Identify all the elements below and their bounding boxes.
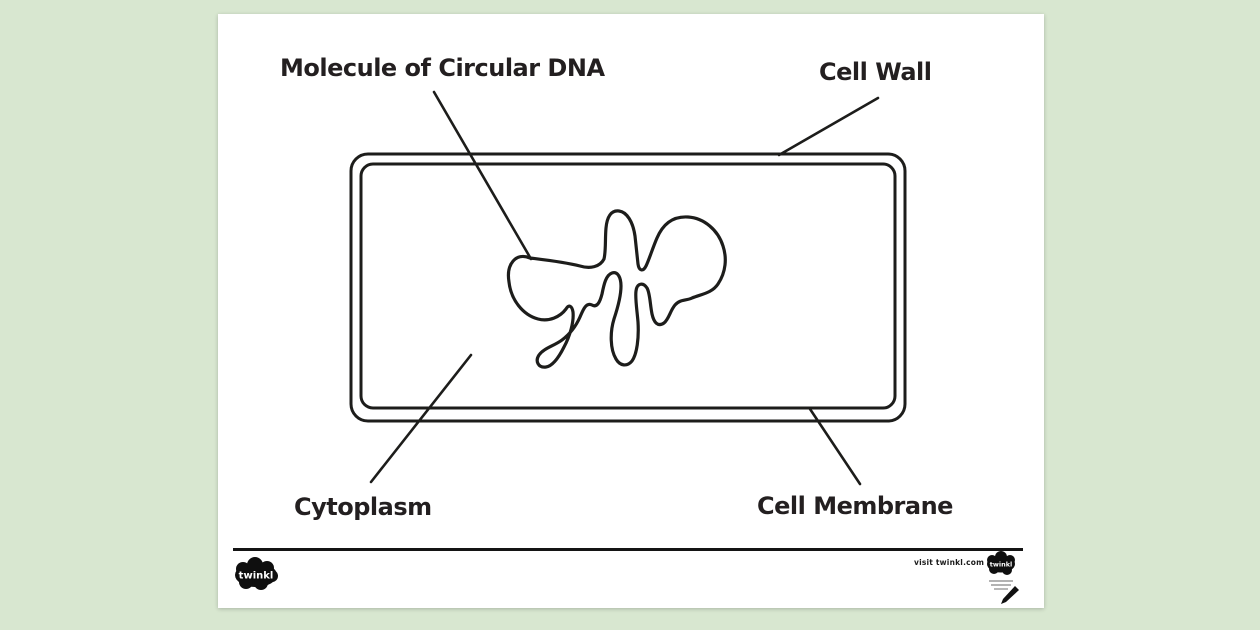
visit-twinkl-link[interactable]: visit twinkl.com (914, 558, 985, 567)
worksheet-page: Molecule of Circular DNA Cell Wall Cytop… (218, 14, 1044, 608)
cell-wall-shape (349, 152, 907, 423)
twinkl-quality-badge: twinkl (987, 551, 1019, 604)
label-molecule-of-circular-dna: Molecule of Circular DNA (280, 54, 605, 82)
badge-fine-print (989, 580, 1013, 590)
twinkl-logo: twinkl (235, 557, 278, 590)
badge-logo-text: twinkl (990, 561, 1013, 569)
cell-membrane-shape (359, 162, 897, 410)
twinkl-logo-text: twinkl (239, 571, 274, 582)
cytoplasm-leader-line (369, 353, 473, 484)
label-cytoplasm: Cytoplasm (294, 493, 432, 521)
cell-wall-leader-line (777, 96, 880, 157)
footer-divider (233, 548, 1023, 551)
cell-diagram (349, 90, 907, 486)
circular-dna-shape (506, 209, 727, 369)
label-cell-membrane: Cell Membrane (757, 492, 953, 520)
label-cell-wall: Cell Wall (819, 58, 932, 86)
pencil-icon (1001, 586, 1019, 604)
dna-leader-line (432, 90, 533, 261)
cell-membrane-leader-line (808, 407, 862, 486)
